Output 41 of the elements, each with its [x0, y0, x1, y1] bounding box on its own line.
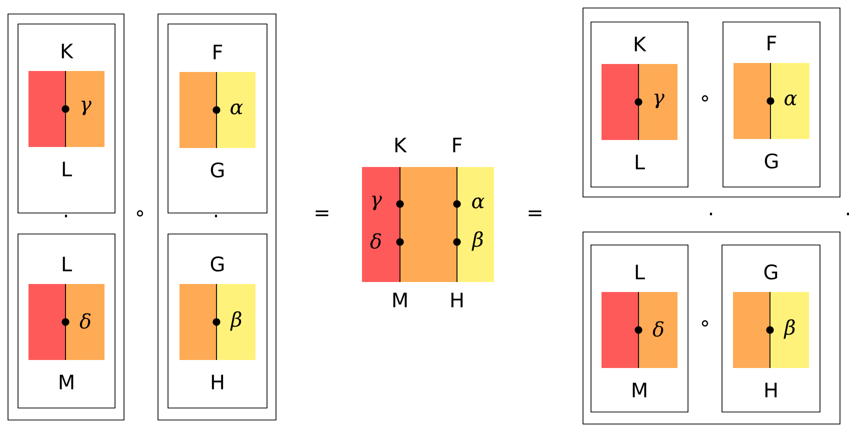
object-label: M: [393, 292, 407, 308]
object-label: G: [764, 153, 778, 169]
morphism-label: β: [472, 231, 483, 251]
operator-symbol: ∘: [702, 95, 708, 102]
morphism-label: δ: [370, 233, 382, 249]
object-label: F: [453, 138, 462, 152]
object-label: K: [634, 36, 646, 52]
object-label: F: [768, 36, 776, 50]
object-label: H: [212, 374, 224, 390]
object-label: K: [395, 138, 407, 152]
object-label: H: [765, 382, 777, 398]
operator-symbol: ∘: [702, 320, 708, 326]
morphism-label: β: [230, 311, 242, 331]
morphism-label: δ: [652, 321, 664, 337]
morphism-label: α: [472, 198, 484, 208]
morphism-label: γ: [81, 100, 92, 116]
operator-symbol: .: [214, 214, 218, 218]
object-label: G: [764, 264, 778, 280]
operator-symbol: .: [64, 214, 68, 218]
object-label: L: [636, 264, 645, 280]
object-label: H: [451, 292, 463, 308]
operator-symbol: =: [528, 210, 542, 216]
object-label: G: [210, 256, 224, 272]
object-label: L: [62, 162, 72, 176]
operator-symbol: .: [710, 212, 712, 216]
morphism-label: δ: [80, 313, 91, 329]
operator-symbol: .: [846, 212, 850, 216]
object-label: L: [636, 154, 645, 170]
object-label: F: [214, 44, 222, 60]
object-label: M: [60, 374, 74, 390]
morphism-label: α: [230, 104, 243, 114]
morphism-label: α: [784, 94, 797, 106]
object-label: G: [210, 162, 224, 178]
object-label: K: [62, 44, 74, 58]
operator-symbol: ∘: [136, 210, 144, 216]
operator-symbol: =: [316, 210, 328, 216]
morphism-label: β: [784, 319, 795, 339]
object-label: M: [632, 382, 646, 398]
morphism-label: γ: [654, 94, 664, 108]
morphism-label: γ: [372, 196, 382, 210]
object-label: L: [62, 256, 72, 272]
